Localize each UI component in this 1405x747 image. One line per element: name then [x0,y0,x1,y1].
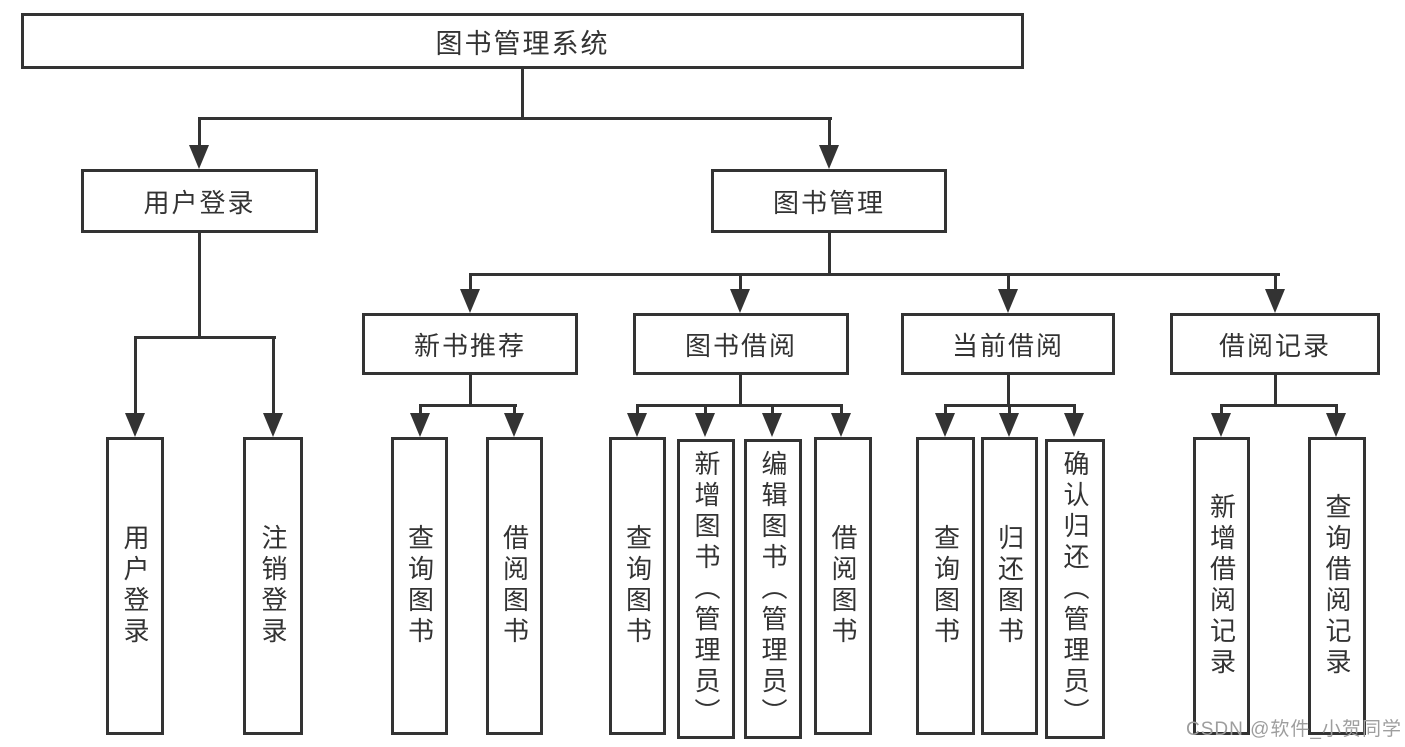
leaf-edit-books-admin: 编辑图书（管理员） [744,439,802,739]
arrow-down-icon [1211,413,1231,437]
arrow-down-icon [627,413,647,437]
leaf-query-borrow-record: 查询借阅记录 [1308,437,1366,735]
connector-line [771,404,774,419]
leaf-borrow-books-borrowing: 借阅图书 [814,437,872,735]
connector-line [198,233,201,339]
connector-line [704,404,707,419]
connector-line [272,336,275,417]
connector-line [1274,273,1277,293]
leaf-add-books-admin: 新增图书（管理员） [677,439,735,739]
connector-line [521,69,524,120]
arrow-down-icon [1064,413,1084,437]
node-user-login: 用户登录 [81,169,318,233]
arrow-down-icon [189,145,209,169]
leaf-user-login: 用户登录 [106,437,164,735]
connector-line [1007,375,1010,407]
leaf-query-books-recommend: 查询图书 [391,437,448,735]
connector-line [840,404,843,419]
connector-line [198,117,832,120]
connector-line [739,375,742,407]
connector-line [469,375,472,407]
connector-line [198,117,201,149]
leaf-borrow-books-recommend: 借阅图书 [486,437,543,735]
connector-line [1274,375,1277,407]
node-book-management: 图书管理 [711,169,947,233]
arrow-down-icon [831,413,851,437]
csdn-watermark: CSDN @软件_小贺同学 [1186,719,1402,740]
connector-line [1220,404,1223,419]
connector-line [636,404,639,419]
connector-line [419,404,422,419]
arrow-down-icon [762,413,782,437]
connector-line [1220,404,1337,407]
node-library-management-system: 图书管理系统 [21,13,1024,69]
connector-line [1335,404,1338,419]
connector-line [1008,404,1011,419]
leaf-add-borrow-record: 新增借阅记录 [1193,437,1250,735]
connector-line [469,273,472,293]
leaf-query-books-borrowing: 查询图书 [609,437,666,735]
node-new-book-recommend: 新书推荐 [362,313,578,375]
leaf-return-books: 归还图书 [981,437,1038,735]
connector-line [134,336,137,417]
connector-line [828,117,831,149]
arrow-down-icon [999,413,1019,437]
connector-line [419,404,517,407]
leaf-logout: 注销登录 [243,437,303,735]
connector-line [1007,273,1010,293]
connector-line [469,273,1280,276]
arrow-down-icon [460,289,480,313]
arrow-down-icon [125,413,145,437]
arrow-down-icon [998,289,1018,313]
connector-line [1073,404,1076,419]
connector-line [944,404,947,419]
arrow-down-icon [819,145,839,169]
connector-line [636,404,843,407]
connector-line [739,273,742,293]
leaf-confirm-return-admin: 确认归还（管理员） [1045,439,1105,739]
node-borrow-records: 借阅记录 [1170,313,1380,375]
arrow-down-icon [263,413,283,437]
arrow-down-icon [410,413,430,437]
arrow-down-icon [1326,413,1346,437]
arrow-down-icon [935,413,955,437]
node-book-borrowing: 图书借阅 [633,313,849,375]
connector-line [513,404,516,419]
arrow-down-icon [730,289,750,313]
connector-line [134,336,276,339]
arrow-down-icon [504,413,524,437]
leaf-query-books-current: 查询图书 [916,437,975,735]
connector-line [828,233,831,276]
arrow-down-icon [1265,289,1285,313]
node-current-borrowing: 当前借阅 [901,313,1115,375]
arrow-down-icon [695,413,715,437]
